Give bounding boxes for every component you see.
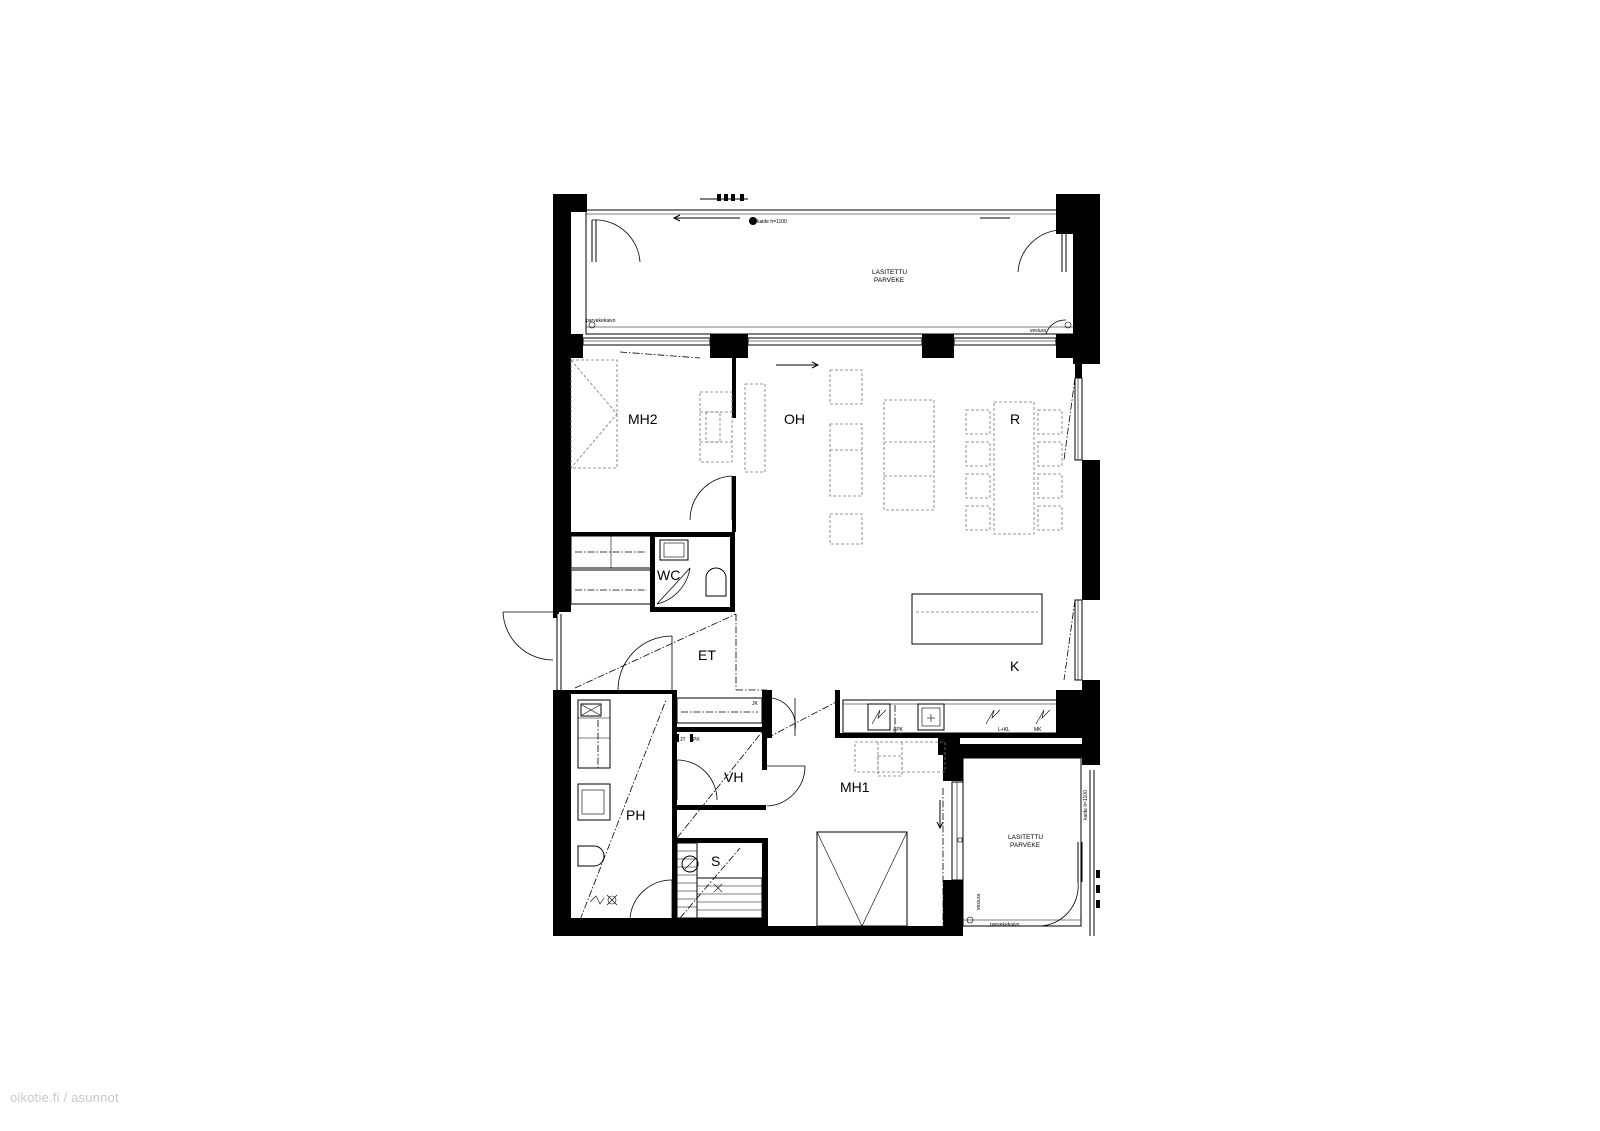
railing-post-icon — [749, 217, 757, 225]
railing-label-top: kaide h=1100 — [757, 219, 787, 225]
balcony-drain-icon — [966, 916, 974, 924]
fixture-label-jt: JT — [680, 737, 686, 743]
room-label-wc: WC — [657, 567, 680, 583]
balcony-side-name-line2: PARVEKE — [1010, 842, 1041, 849]
room-label-mh1: MH1 — [840, 779, 870, 795]
sink-icon — [659, 539, 689, 561]
balcony-side: LASITETTU PARVEKE parvekekaivo vesiura k… — [951, 757, 1100, 936]
room-ph: PH — [577, 699, 673, 921]
room-s: S — [676, 842, 763, 919]
washing-machine-icon — [580, 703, 602, 717]
room-label-s: S — [711, 853, 720, 869]
interior-walls — [553, 358, 1082, 936]
toilet-icon — [577, 845, 605, 867]
room-label-vh: VH — [724, 769, 743, 785]
railing-label-side: kaide h=1100 — [1077, 274, 1083, 304]
room-et: JK ET — [502, 610, 767, 724]
balcony-side-railing-label: kaide h=1100 — [1083, 790, 1089, 820]
fixture-label-lkl: L+KL — [998, 727, 1010, 733]
washbasin-icon — [577, 783, 611, 821]
windows-top — [582, 337, 1057, 359]
cooktop-icon — [917, 703, 945, 731]
balcony-drain-icon — [1064, 321, 1072, 329]
room-label-et: ET — [698, 647, 716, 663]
windows-right — [1063, 377, 1083, 681]
room-label-oh: OH — [784, 411, 805, 427]
fixture-label-jk: JK — [752, 701, 759, 707]
room-label-k: K — [1010, 658, 1020, 674]
room-living-kitchen: APK L+KL MK OH R K — [744, 361, 1074, 734]
room-mh2: MH2 — [570, 359, 733, 605]
floor-drain-icon — [607, 895, 617, 905]
balcony-top-name-line2: PARVEKE — [874, 277, 905, 284]
balcony-side-drain-label: parvekekaivo — [990, 922, 1020, 928]
room-label-ph: PH — [626, 807, 645, 823]
room-label-r: R — [1010, 411, 1020, 427]
balcony-side-name-line1: LASITETTU — [1008, 834, 1043, 841]
room-label-mh2: MH2 — [628, 411, 658, 427]
balcony-top-drain-label: parvekekaivo — [586, 318, 616, 324]
balcony-side-gutter-label: vesiura — [976, 894, 982, 910]
room-vh: JT PK VH — [676, 697, 841, 839]
balcony-top: kaide h=1100 LASITETTU PARVEKE parvekeka… — [585, 194, 1089, 335]
sauna-stove-icon — [681, 855, 699, 873]
exterior-walls — [553, 194, 1100, 936]
room-mh1: MH1 — [816, 741, 946, 927]
toilet-icon — [705, 567, 727, 597]
balcony-drain-icon — [588, 321, 596, 329]
balcony-top-gutter-label: vesiura — [1030, 328, 1046, 334]
fixture-label-apk: APK — [893, 727, 904, 733]
balcony-top-name-line1: LASITETTU — [872, 269, 907, 276]
watermark: oikotie.fi / asunnot — [10, 1090, 119, 1105]
fixture-label-pk: PK — [693, 737, 700, 743]
fixture-label-mk: MK — [1034, 727, 1042, 733]
room-wc: WC — [656, 539, 727, 605]
